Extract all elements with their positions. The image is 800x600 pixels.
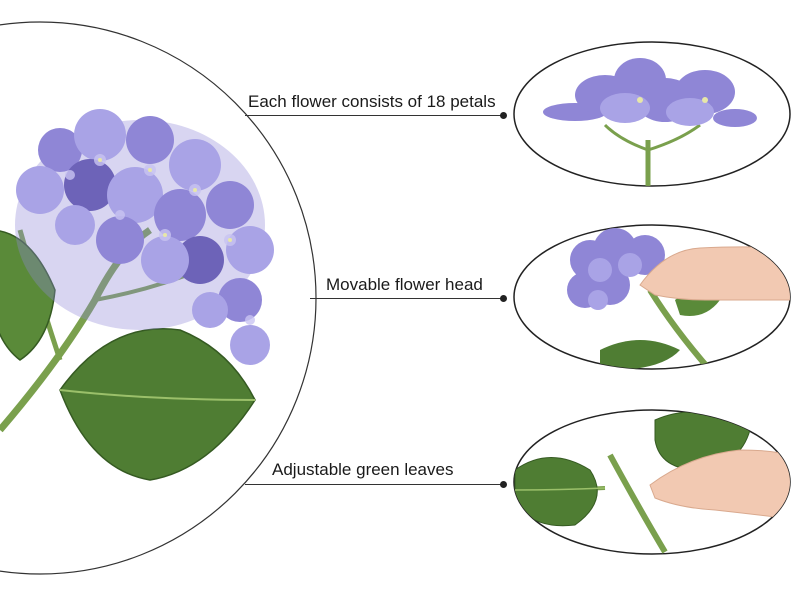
leaf-main-left [0, 229, 56, 361]
hand-shape-2 [649, 449, 790, 521]
callout-dot-head [500, 295, 507, 302]
adjustable-leaves-image [513, 409, 791, 555]
petals-closeup-image [513, 41, 791, 187]
callout-dot-petals [500, 112, 507, 119]
callout-line-head [310, 298, 503, 299]
movable-head-image [513, 224, 791, 370]
callout-line-petals [245, 115, 503, 116]
callout-label-head: Movable flower head [326, 275, 483, 294]
callout-label-petals: Each flower consists of 18 petals [248, 92, 496, 111]
hand-shape-1 [639, 246, 790, 301]
leaf-closeup-left [514, 457, 598, 527]
main-hydrangea-image [0, 21, 317, 575]
callout-dot-leaves [500, 481, 507, 488]
callout-line-leaves [245, 484, 503, 485]
callout-label-leaves: Adjustable green leaves [272, 460, 454, 479]
